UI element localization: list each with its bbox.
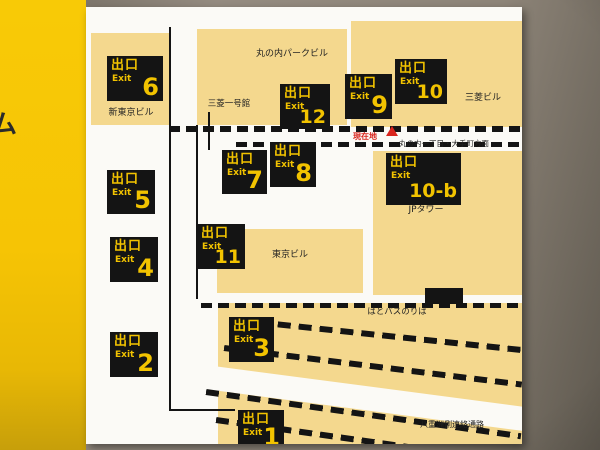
current-location-marker-icon	[386, 126, 398, 136]
exit-jp-label: 出口	[274, 144, 303, 159]
exit-jp-label: 出口	[114, 239, 143, 254]
exit-sign-6: 出口 Exit 6	[107, 56, 163, 101]
label-mitsubishi: 三菱ビル	[464, 93, 501, 103]
exit-number: 7	[246, 166, 263, 194]
label-tokyo-building: 東京ビル	[271, 250, 308, 260]
exit-number: 10-b	[409, 180, 457, 202]
exit-number: 8	[295, 159, 312, 187]
exit-number: 11	[214, 246, 241, 268]
label-jp-tower: JPタワー	[408, 205, 444, 215]
walkway-dashed-line-north	[169, 126, 522, 132]
exit-sign-1: 出口 Exit 1	[238, 410, 284, 444]
label-hato-bus: はとバスのりば	[367, 307, 427, 317]
exit-jp-label: 出口	[242, 412, 271, 427]
exit-en-label: Exit	[285, 102, 305, 112]
exit-en-label: Exit	[112, 74, 132, 84]
exit-jp-label: 出口	[390, 155, 419, 170]
exit-number: 12	[299, 106, 326, 128]
exit-number: 6	[142, 73, 159, 101]
exit-en-label: Exit	[350, 92, 370, 102]
exit-sign-12: 出口 Exit 12	[280, 84, 330, 129]
walkway-dashed-line-north2	[236, 142, 522, 147]
exit-sign-8: 出口 Exit 8	[270, 142, 316, 187]
exit-en-label: Exit	[227, 168, 247, 178]
exit-number: 4	[137, 254, 154, 282]
exit-jp-label: 出口	[201, 226, 230, 241]
exit-sign-10: 出口 Exit 10	[395, 59, 447, 104]
exit-en-label: Exit	[391, 171, 411, 181]
exit-jp-label: 出口	[284, 86, 313, 101]
exit-sign-3: 出口 Exit 3	[229, 317, 274, 362]
exit-sign-10b: 出口 Exit 10-b	[386, 153, 461, 205]
exit-sign-11: 出口 Exit 11	[197, 224, 245, 269]
exit-number: 2	[137, 349, 154, 377]
exit-sign-7: 出口 Exit 7	[222, 150, 267, 194]
exit-en-label: Exit	[234, 335, 254, 345]
walkway-dashed-line-mid	[201, 303, 522, 308]
exit-en-label: Exit	[243, 428, 263, 438]
exit-number: 10	[416, 81, 443, 103]
station-exit-map-board: 出口 Exit 6 出口 Exit 12 出口 Exit 9 出口 Exit 1…	[86, 7, 522, 444]
exit-en-label: Exit	[400, 77, 420, 87]
exit-jp-label: 出口	[349, 76, 378, 91]
exit-en-label: Exit	[112, 188, 132, 198]
exit-number: 9	[371, 91, 388, 119]
label-yaesu-passage: 八重洲側連絡通路	[420, 420, 484, 429]
label-direction: 丸の内一丁目・大手町方面	[399, 139, 489, 148]
exit-jp-label: 出口	[111, 172, 140, 187]
yellow-pillar: ム	[0, 0, 86, 450]
exit-en-label: Exit	[202, 242, 222, 252]
pillar-partial-text: ム	[0, 110, 18, 140]
exit-en-label: Exit	[275, 160, 295, 170]
label-shin-tokyo: 新東京ビル	[108, 108, 154, 118]
exit-number: 1	[263, 423, 280, 444]
exit-sign-9: 出口 Exit 9	[345, 74, 392, 119]
exit-en-label: Exit	[115, 255, 135, 265]
exit-sign-2: 出口 Exit 2	[110, 332, 158, 377]
exit-en-label: Exit	[115, 350, 135, 360]
exit-sign-5: 出口 Exit 5	[107, 170, 155, 214]
exit-jp-label: 出口	[399, 61, 428, 76]
corridor-line-east	[196, 125, 198, 299]
exit-jp-label: 出口	[111, 58, 140, 73]
label-marunouchi-park: 丸の内パークビル	[255, 49, 328, 59]
label-mitsubishi-ichigokan: 三菱一号館	[207, 99, 251, 109]
exit-number: 5	[134, 186, 151, 214]
exit-jp-label: 出口	[226, 152, 255, 167]
corridor-line-south	[169, 409, 235, 411]
exit-jp-label: 出口	[114, 334, 143, 349]
label-current-location: 現在地	[353, 132, 377, 141]
exit-number: 3	[253, 334, 270, 362]
exit-sign-4: 出口 Exit 4	[110, 237, 158, 282]
corridor-line-west	[169, 27, 171, 411]
exit-jp-label: 出口	[233, 319, 262, 334]
black-building-mark	[425, 288, 463, 304]
